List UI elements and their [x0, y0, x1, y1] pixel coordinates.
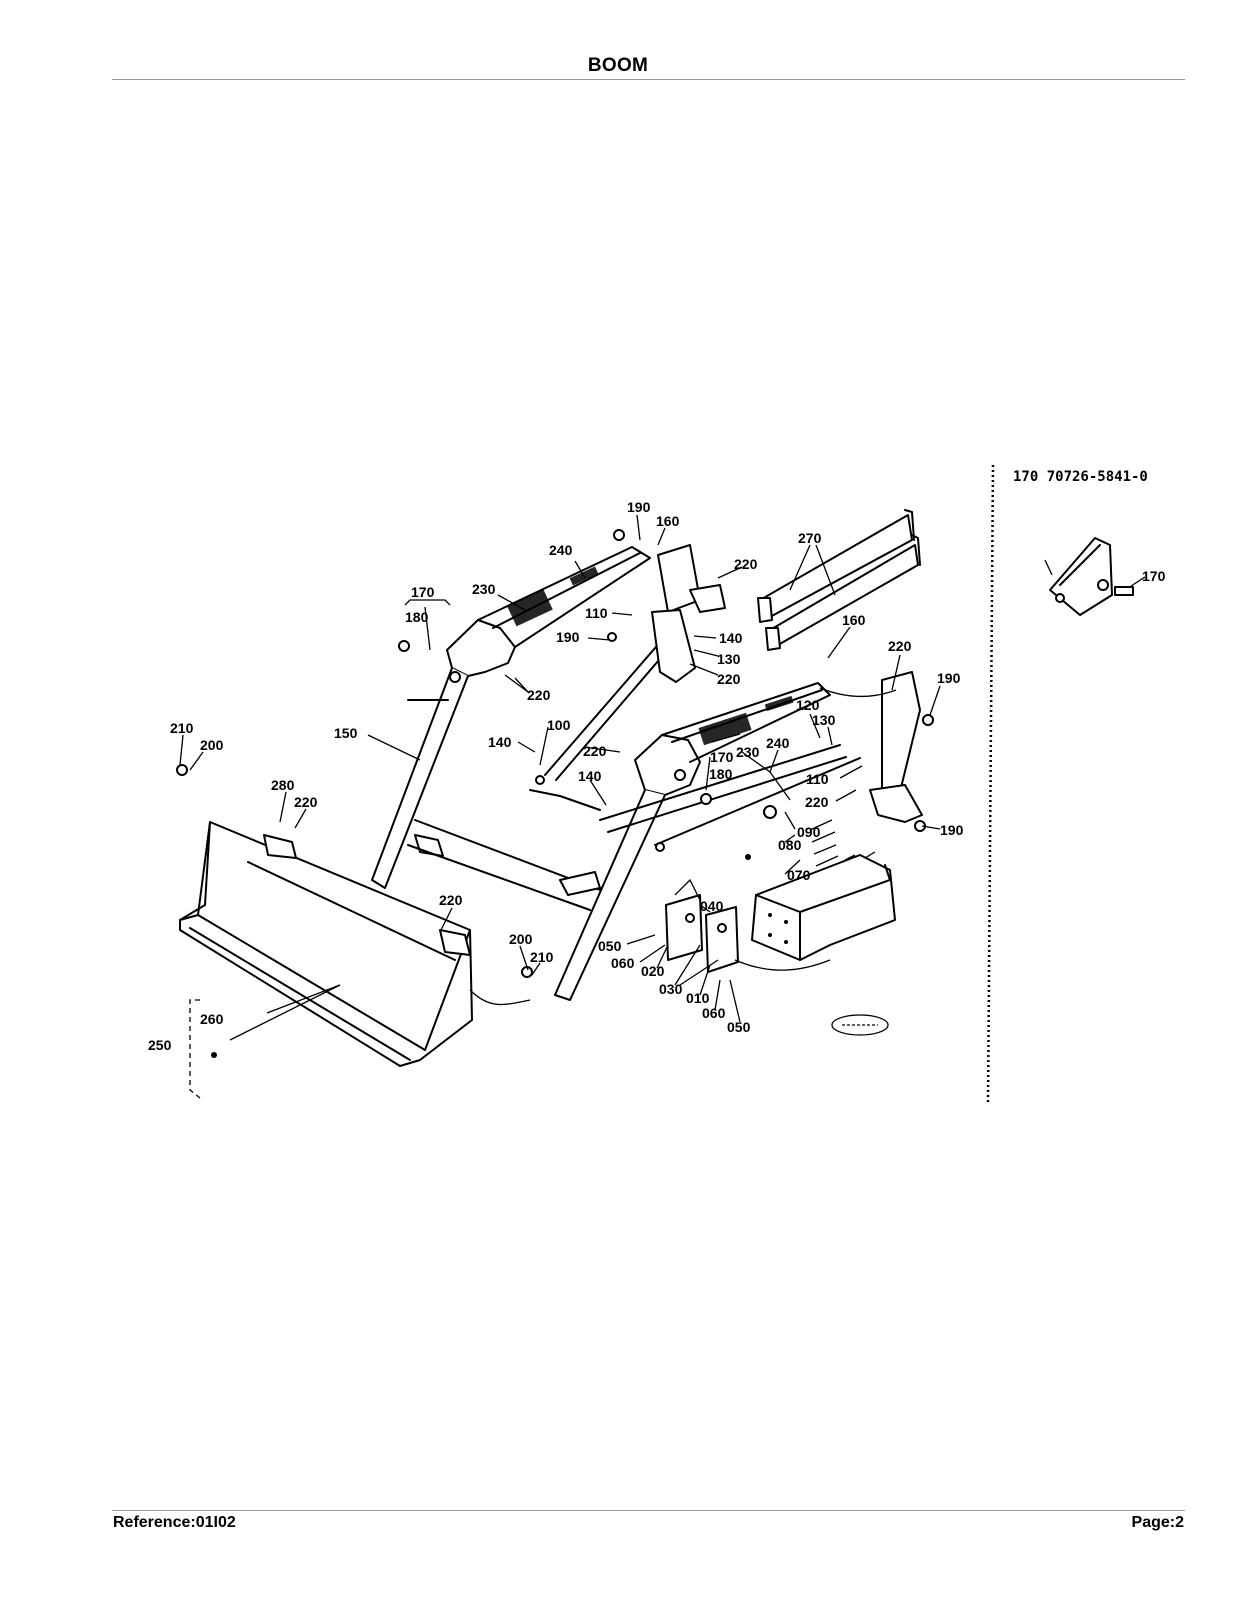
- leader-lines: [179, 514, 1146, 1041]
- tractor-frame: [734, 819, 896, 971]
- callout-250: 250: [148, 1037, 172, 1053]
- callout-160: 160: [842, 612, 866, 628]
- callout-190: 190: [556, 629, 580, 645]
- callout-220: 220: [717, 671, 741, 687]
- callout-210: 210: [530, 949, 554, 965]
- mast-brackets: [651, 544, 923, 823]
- callout-230: 230: [472, 581, 496, 597]
- mounting-pads: [665, 878, 739, 973]
- callout-220: 220: [805, 794, 829, 810]
- callout-130: 130: [812, 712, 836, 728]
- callout-220: 220: [734, 556, 758, 572]
- callout-020: 020: [641, 963, 665, 979]
- callout-200: 200: [509, 931, 533, 947]
- callout-140: 140: [578, 768, 602, 784]
- callout-090: 090: [797, 824, 821, 840]
- callout-100: 100: [547, 717, 571, 733]
- callout-060: 060: [611, 955, 635, 971]
- callout-110: 110: [585, 605, 608, 621]
- callout-240: 240: [549, 542, 573, 558]
- callout-040: 040: [700, 898, 724, 914]
- callout-120: 120: [796, 697, 820, 713]
- callout-080: 080: [778, 837, 802, 853]
- callout-010: 010: [686, 990, 710, 1006]
- callout-190: 190: [940, 822, 964, 838]
- callout-240: 240: [766, 735, 790, 751]
- inset-callout-170: 170: [1142, 568, 1166, 584]
- callout-170: 170: [710, 749, 734, 765]
- callout-220: 220: [583, 743, 607, 759]
- callout-140: 140: [488, 734, 512, 750]
- cross-tube: [407, 819, 601, 911]
- page-title: BOOM: [587, 55, 649, 76]
- inset-divider: [986, 464, 995, 1106]
- callout-220: 220: [439, 892, 463, 908]
- callout-180: 180: [709, 766, 733, 782]
- callout-270: 270: [798, 530, 822, 546]
- callout-labels: 190 160 240 220 270 230 170 180 110 140 …: [148, 469, 1166, 1053]
- inset-bracket-drawing: [1044, 537, 1134, 616]
- callout-200: 200: [200, 737, 224, 753]
- callout-180: 180: [405, 609, 429, 625]
- callout-060: 060: [702, 1005, 726, 1021]
- callout-220: 220: [294, 794, 318, 810]
- callout-170: 170: [411, 584, 435, 600]
- header-rule: [112, 79, 1185, 80]
- assembly-bracket-250: [189, 999, 201, 1099]
- callout-260: 260: [200, 1011, 224, 1027]
- callout-030: 030: [659, 981, 683, 997]
- callout-190: 190: [937, 670, 961, 686]
- callout-280: 280: [271, 777, 295, 793]
- callout-190: 190: [627, 499, 651, 515]
- callout-210: 210: [170, 720, 194, 736]
- callout-160: 160: [656, 513, 680, 529]
- bucket: [179, 821, 531, 1067]
- callout-050: 050: [727, 1019, 751, 1035]
- callout-230: 230: [736, 744, 760, 760]
- callout-220: 220: [527, 687, 551, 703]
- callout-050: 050: [598, 938, 622, 954]
- callout-070: 070: [787, 867, 811, 883]
- callout-220: 220: [888, 638, 912, 654]
- callout-150: 150: [334, 725, 358, 741]
- sub-frame: [757, 509, 921, 651]
- footer-page-number: Page:2: [1131, 1514, 1184, 1531]
- footer-rule: [112, 1510, 1185, 1511]
- footer-reference: Reference:01I02: [113, 1514, 236, 1531]
- hardware-pins: [176, 529, 934, 1058]
- callout-130: 130: [717, 651, 741, 667]
- callout-110: 110: [806, 771, 829, 787]
- callout-140: 140: [719, 630, 743, 646]
- drawing-number-stamp: [831, 1014, 889, 1036]
- inset-caption: 170 70726-5841-0: [1013, 469, 1148, 485]
